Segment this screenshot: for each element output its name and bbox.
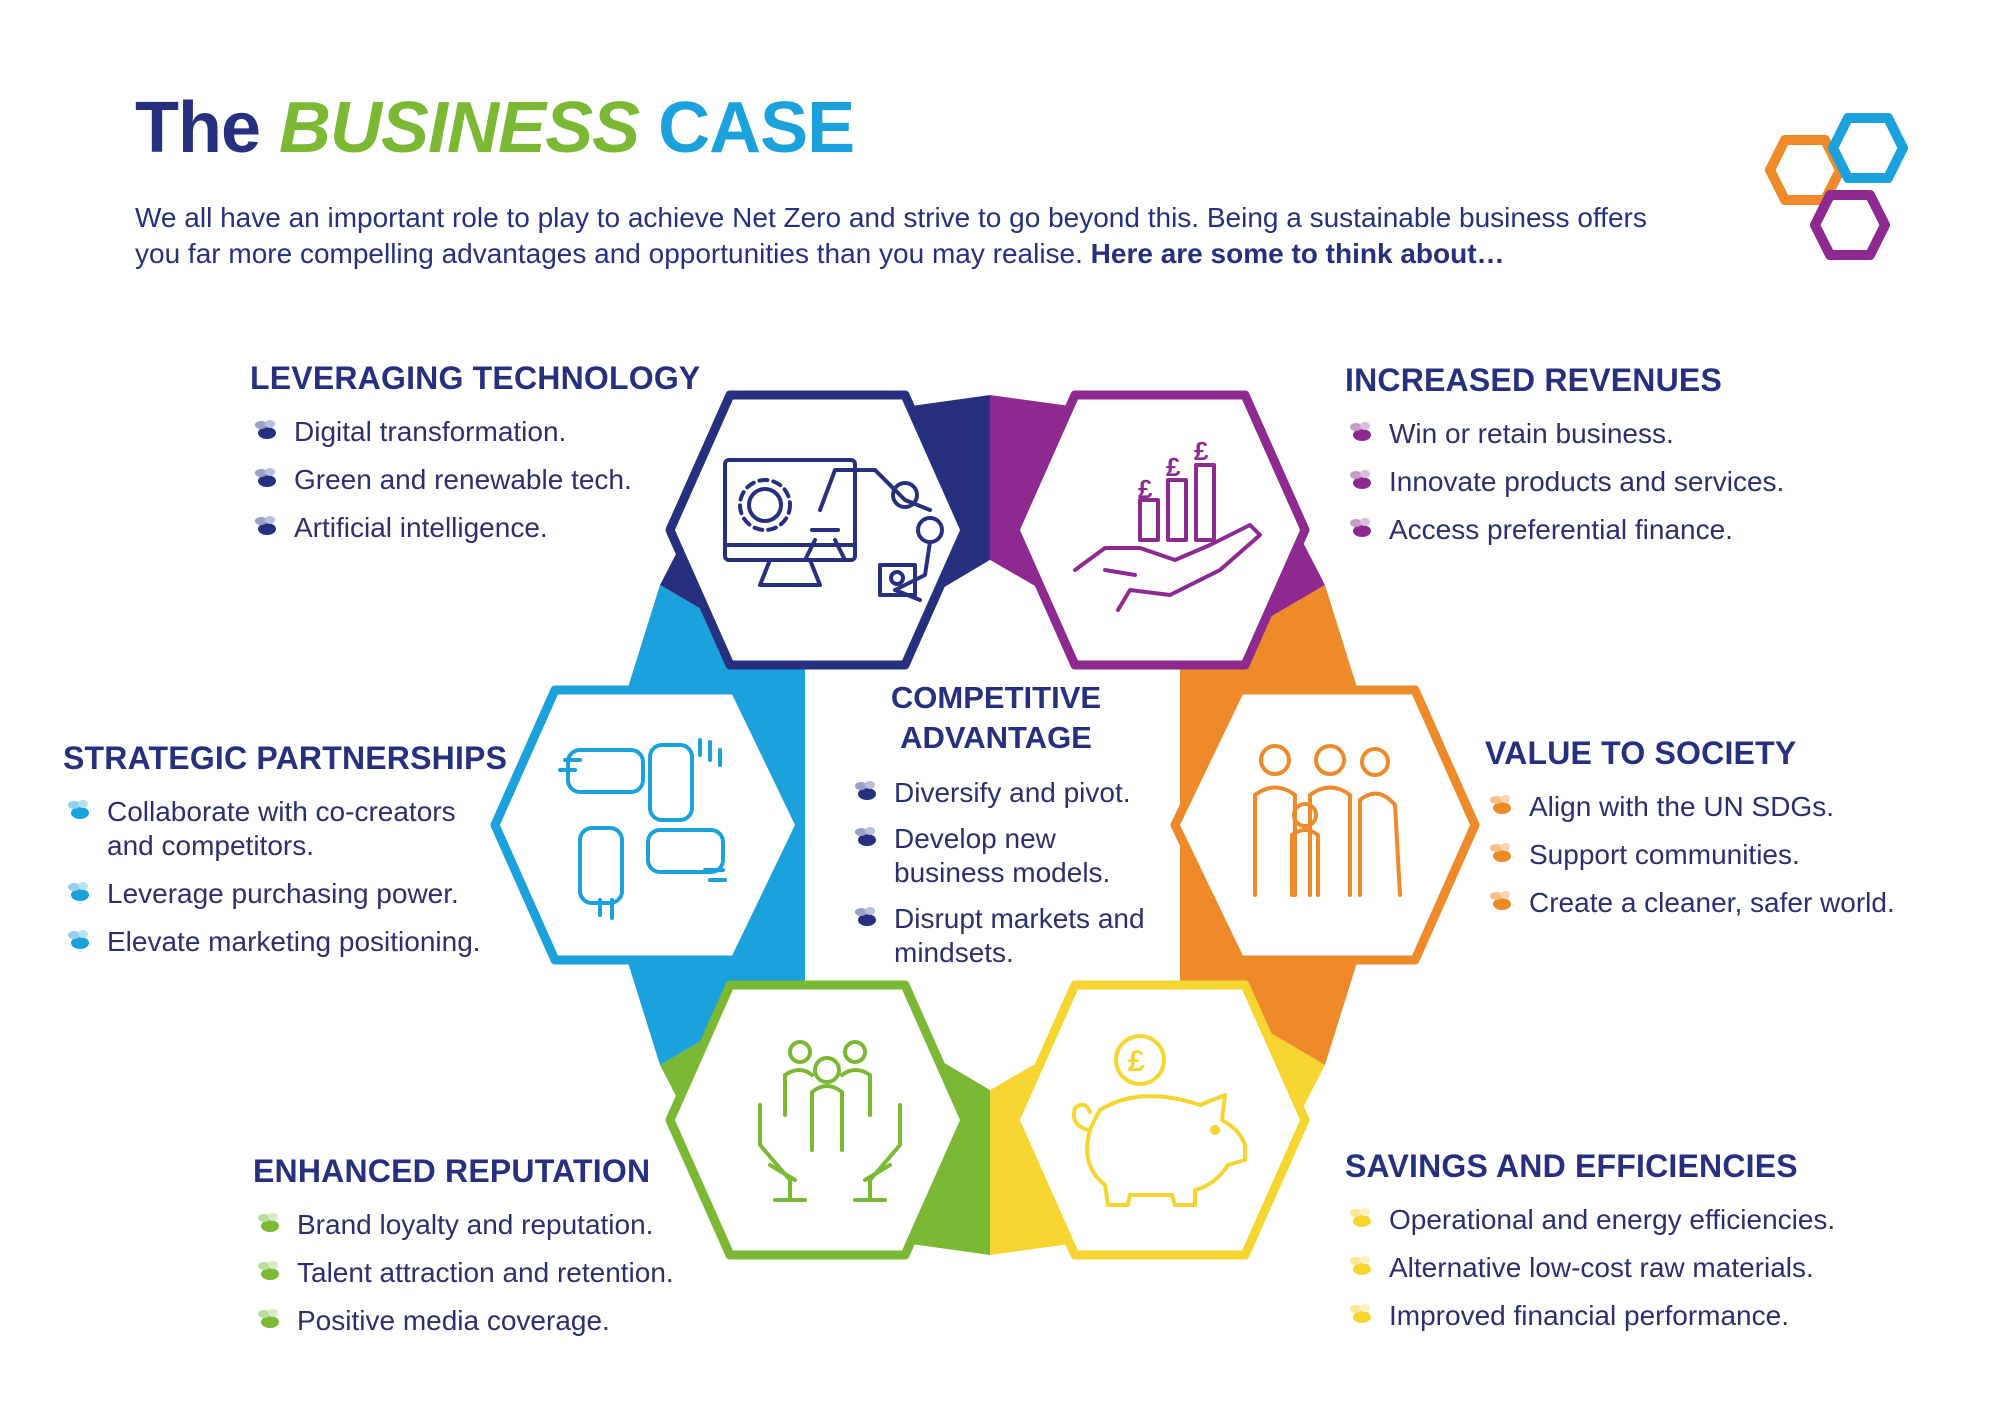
bee-bullet-icon [1350,470,1371,489]
section-savings: SAVINGS AND EFFICIENCIES Operational and… [1345,1148,1835,1347]
bee-bullet-icon [855,907,876,926]
list-item: Disrupt markets and mindsets. [850,902,1170,970]
hex-reputation [665,980,970,1260]
section-list: Operational and energy efficiencies. Alt… [1345,1203,1835,1333]
hexagon-logo-icon [1765,113,1908,260]
bee-bullet-icon [1350,1208,1371,1227]
center-list: Diversify and pivot. Develop new busines… [850,776,1170,970]
bee-bullet-icon [255,420,276,439]
section-list: Align with the UN SDGs. Support communit… [1485,790,1895,920]
section-partnerships: STRATEGIC PARTNERSHIPS Collaborate with … [63,740,523,973]
bee-bullet-icon [1350,518,1371,537]
list-item: Win or retain business. [1345,417,1784,451]
bee-bullet-icon [1490,795,1511,814]
section-revenues: INCREASED REVENUES Win or retain busines… [1345,362,1784,561]
center-title-line1: COMPETITIVE [890,680,1102,715]
list-item: Green and renewable tech. [250,463,700,497]
hex-savings: £ [1010,980,1310,1260]
list-item: Innovate products and services. [1345,465,1784,499]
bee-bullet-icon [258,1309,279,1328]
list-item: Align with the UN SDGs. [1485,790,1895,824]
list-item: Elevate marketing positioning. [63,925,503,959]
title-case: CASE [658,88,855,168]
section-list: Digital transformation. Green and renewa… [250,415,700,545]
list-item: Digital transformation. [250,415,700,449]
section-reputation: ENHANCED REPUTATION Brand loyalty and re… [253,1153,674,1352]
bee-bullet-icon [258,1261,279,1280]
section-title: VALUE TO SOCIETY [1485,735,1797,771]
bee-bullet-icon [68,882,89,901]
bee-bullet-icon [68,800,89,819]
section-technology: LEVERAGING TECHNOLOGY Digital transforma… [250,360,700,559]
section-list: Win or retain business. Innovate product… [1345,417,1784,547]
hex-technology [665,390,970,670]
list-item: Create a cleaner, safer world. [1485,886,1895,920]
intro-text: We all have an important role to play to… [135,202,1647,269]
intro-bold: Here are some to think about… [1090,238,1505,269]
bee-bullet-icon [68,930,89,949]
center-hexagon [805,560,1180,1090]
bee-bullet-icon [258,1213,279,1232]
section-title: SAVINGS AND EFFICIENCIES [1345,1148,1798,1184]
interlocking-hands-icon [558,738,727,920]
hex-partnerships [490,685,805,965]
list-item: Improved financial performance. [1345,1299,1835,1333]
section-title: INCREASED REVENUES [1345,362,1723,398]
section-society: VALUE TO SOCIETY Align with the UN SDGs.… [1485,735,1895,934]
svg-text:£: £ [1138,474,1153,504]
list-item: Positive media coverage. [253,1304,674,1338]
section-title: ENHANCED REPUTATION [253,1153,651,1189]
list-item: Leverage purchasing power. [63,877,503,911]
list-item: Talent attraction and retention. [253,1256,674,1290]
list-item: Diversify and pivot. [850,776,1170,810]
list-item: Operational and energy efficiencies. [1345,1203,1835,1237]
bee-bullet-icon [1350,422,1371,441]
list-item: Develop new business models. [850,822,1170,890]
bee-bullet-icon [255,516,276,535]
bee-bullet-icon [255,468,276,487]
intro-paragraph: We all have an important role to play to… [135,200,1695,272]
bee-bullet-icon [1350,1304,1371,1323]
list-item: Support communities. [1485,838,1895,872]
bee-bullet-icon [855,827,876,846]
page-title: The BUSINESS CASE [135,92,855,164]
section-title: STRATEGIC PARTNERSHIPS [63,740,508,776]
center-title-line2: ADVANTAGE [900,720,1092,755]
svg-text:£: £ [1194,436,1209,466]
center-panel: COMPETITIVE ADVANTAGE Diversify and pivo… [850,678,1170,982]
title-the: The [135,88,261,168]
section-title: LEVERAGING TECHNOLOGY [250,360,701,396]
section-list: Brand loyalty and reputation. Talent att… [253,1208,674,1338]
bee-bullet-icon [1490,891,1511,910]
list-item: Alternative low-cost raw materials. [1345,1251,1835,1285]
section-list: Collaborate with co-creators and competi… [63,795,503,959]
bee-bullet-icon [1350,1256,1371,1275]
robot-arm-computer-icon [723,458,944,602]
hex-revenues: £ £ £ [1010,390,1310,670]
piggy-bank-icon: £ [1071,1034,1247,1207]
svg-text:£: £ [1166,452,1181,482]
bee-bullet-icon [1490,843,1511,862]
title-business: BUSINESS [279,88,640,168]
hand-money-growth-icon: £ £ £ [1073,436,1262,612]
svg-text:£: £ [1128,1045,1145,1078]
bee-bullet-icon [855,781,876,800]
hex-society [1170,685,1480,965]
list-item: Collaborate with co-creators and competi… [63,795,503,863]
list-item: Access preferential finance. [1345,513,1784,547]
family-icon [1253,744,1402,897]
hands-supporting-people-icon [758,1040,902,1202]
center-title: COMPETITIVE ADVANTAGE [876,678,1116,758]
list-item: Brand loyalty and reputation. [253,1208,674,1242]
list-item: Artificial intelligence. [250,511,700,545]
